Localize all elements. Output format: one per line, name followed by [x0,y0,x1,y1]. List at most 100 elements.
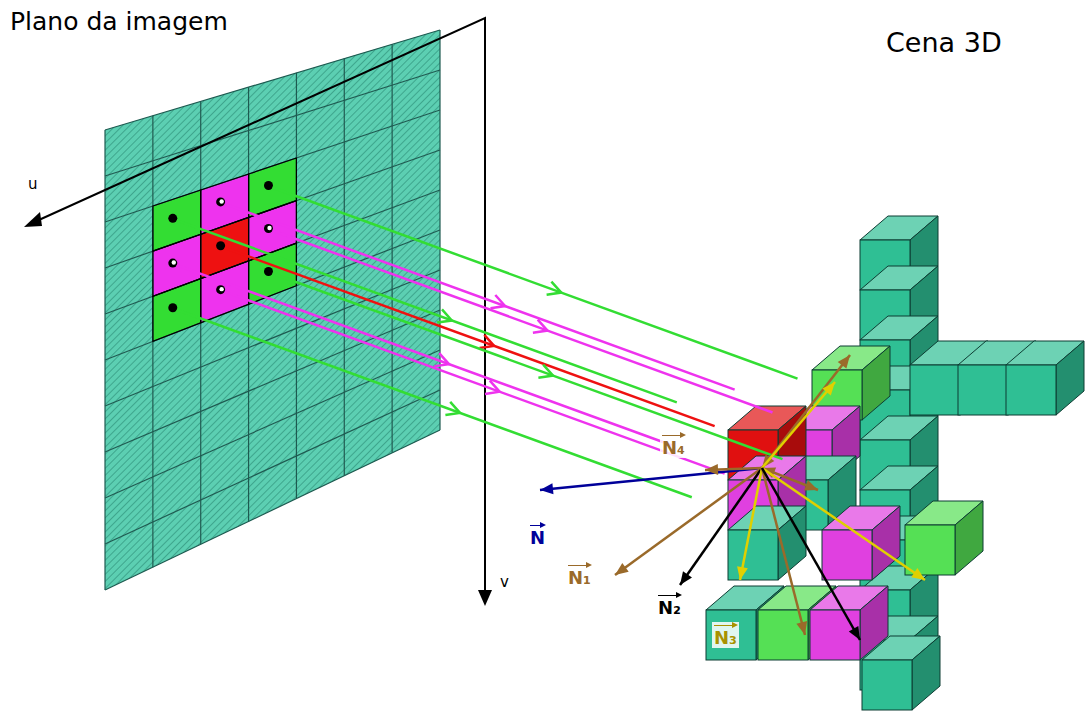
normal-arrowhead [804,480,818,490]
voxel-front [706,610,756,660]
voxel-front [910,365,960,415]
normal-label: N₂ [656,592,683,618]
pixel-hatch [105,522,153,590]
pixel-dot [264,224,273,233]
voxel-side [862,346,890,420]
pixel-hatch [344,412,392,476]
ray-arrowhead [538,365,553,378]
ray-arrowhead [480,335,495,348]
pixel [296,434,344,499]
voxel [1006,341,1084,415]
axis-label: u [28,176,38,193]
normal-vector [740,468,762,580]
normal-label: N₄ [660,432,687,458]
voxel-side [1056,341,1084,415]
ray [273,231,773,413]
ray-arrowhead [445,402,460,415]
normal-arrowhead [705,464,718,475]
normal-vector [762,355,850,468]
normal-label: N₃ [712,622,739,648]
normal-arrowhead [615,563,629,575]
ray-arrowhead [434,353,449,366]
voxel-front [1006,365,1056,415]
pixel-dot [216,285,225,294]
ray [225,248,715,426]
voxel-front [862,660,912,710]
pixel-hatch [153,500,201,567]
grid-line [105,350,440,498]
voxel-front [958,365,1008,415]
grid-line [105,390,440,544]
pixel-dot [216,197,225,206]
normal-arrowhead [796,621,807,635]
voxel-front [905,525,955,575]
ray-arrowhead [491,295,506,308]
plane-title: Plano da imagem [10,8,228,36]
pixel-hatch [249,456,297,521]
pixel-hatch [296,434,344,499]
voxel [905,501,983,575]
grid-line [105,230,440,360]
voxel-side [912,636,940,710]
pixel [153,500,201,567]
axis-label: v [500,574,509,591]
ray [177,310,692,497]
grid-line [105,310,440,452]
normal-arrowhead [680,571,692,585]
normal-label: N [528,522,547,548]
normal-arrowhead [911,568,925,580]
ray-arrowhead [437,309,452,322]
pixel-dot [216,241,225,250]
normal-vector [762,468,805,635]
pixel [344,412,392,476]
voxel-front [728,530,778,580]
ray [177,265,672,445]
pixel-dot-ring [267,226,271,230]
pixel [201,478,249,544]
pixel [249,456,297,521]
normal-arrowhead [838,355,850,369]
ray-arrowhead [533,320,548,333]
grid-line [105,430,440,590]
voxel-front [810,610,860,660]
ray-arrowhead [485,381,500,394]
pixel-dot-ring [219,287,223,291]
grid-line [105,70,440,176]
pixel-dot [264,181,273,190]
v-axis-head [478,590,492,606]
ray [225,292,725,474]
normal-vector [615,468,762,575]
normal-arrowhead [737,566,748,580]
pixel-dot [168,214,177,223]
grid-line [105,270,440,406]
normal-arrowhead [540,483,554,494]
normal-label: N₁ [566,562,593,588]
pixel-dot [168,303,177,312]
pixel-dot [168,259,177,268]
normal-vector [680,468,762,585]
voxel-side [872,506,900,580]
normal-vector [540,468,762,490]
ray [177,220,677,402]
pixel-hatch [392,390,440,453]
voxel-side [955,501,983,575]
normal-vector [762,468,860,640]
voxel [862,636,940,710]
voxel [728,506,806,580]
pixel [392,390,440,453]
scene-title: Cena 3D [886,28,1002,58]
normal-arrowhead [822,382,835,396]
pixel-dot-ring [172,260,176,264]
ray [225,204,735,390]
normal-arrowhead [849,626,860,640]
pixel-dot-ring [219,199,223,203]
ray [273,274,783,460]
u-axis-head [24,212,42,227]
pixel-dot [264,267,273,276]
pixel [105,522,153,590]
pixel-hatch [201,478,249,544]
normal-vector [762,382,835,468]
ray-arrowhead [547,282,562,295]
